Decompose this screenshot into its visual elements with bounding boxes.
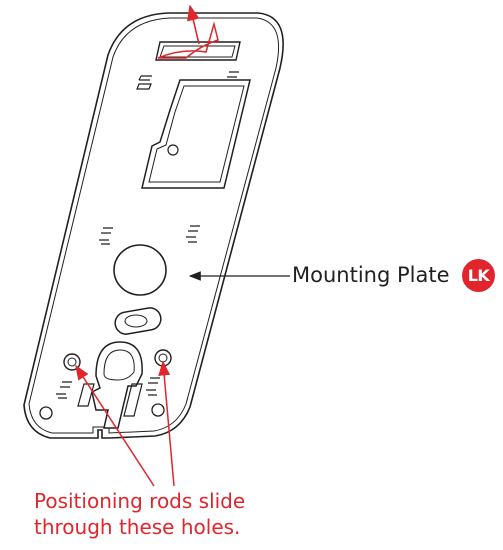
center-hole [113, 244, 167, 296]
caption-line-2: through these holes. [34, 515, 241, 539]
corner-hole-right [151, 403, 165, 417]
upper-window [141, 79, 251, 189]
keyhole-stem [77, 383, 143, 417]
upper-window-inner [148, 85, 245, 183]
caption-line-1: Positioning rods slide [34, 489, 246, 513]
oblong-slot [114, 307, 162, 335]
lower-clips [56, 377, 160, 399]
mounting-plate-label: Mounting Plate [292, 263, 450, 287]
window-hole [167, 144, 179, 156]
plate-outline [23, 12, 284, 439]
positioning-caption: Positioning rods slide through these hol… [34, 488, 334, 540]
oblong-slot-inner [124, 314, 148, 328]
top-slot-inner [159, 45, 236, 58]
peel-arrow [187, 4, 200, 45]
top-clips [136, 71, 239, 90]
corner-hole-left [39, 406, 53, 420]
middle-clips [99, 225, 200, 245]
red-arrow-right [158, 360, 175, 487]
keyhole-inner [103, 349, 135, 381]
peel-tab [157, 21, 219, 59]
lk-badge: LK [462, 259, 495, 292]
red-arrow-left [75, 364, 155, 487]
